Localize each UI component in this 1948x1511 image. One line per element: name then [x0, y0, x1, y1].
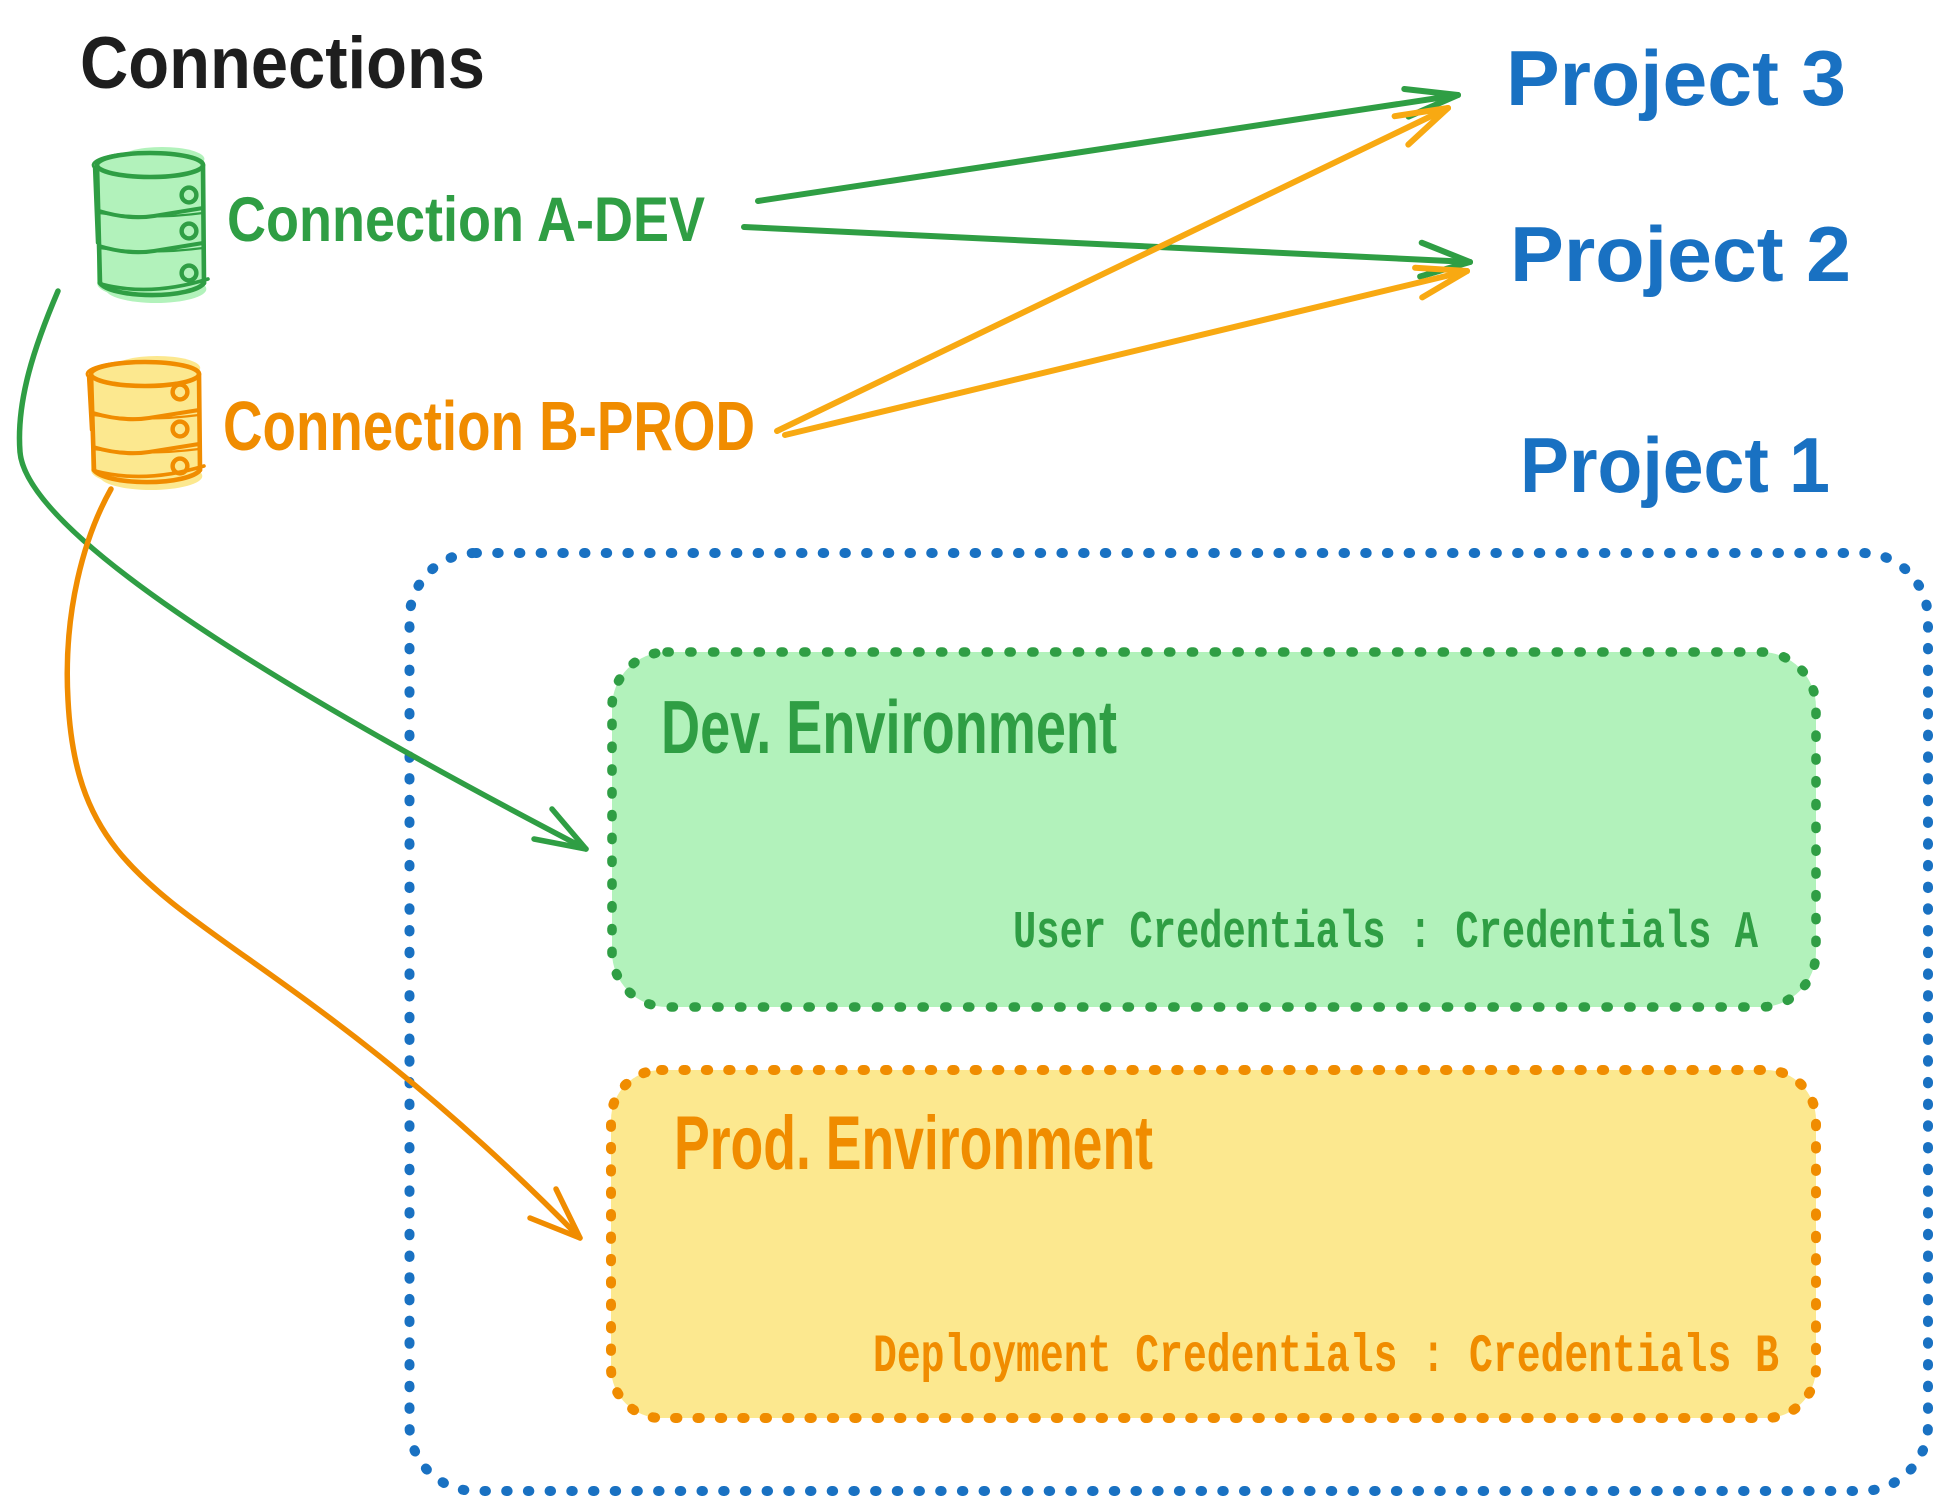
svg-text:Project 2: Project 2	[1510, 210, 1851, 298]
svg-text:Prod. Environment: Prod. Environment	[674, 1101, 1153, 1186]
svg-text:Connection B-PROD: Connection B-PROD	[223, 387, 755, 465]
svg-text:Deployment Credentials : Crede: Deployment Credentials : Credentials B	[873, 1327, 1779, 1388]
svg-text:Connections: Connections	[80, 23, 485, 104]
svg-text:User Credentials : Credentials: User Credentials : Credentials A	[1013, 903, 1758, 963]
svg-text:Dev. Environment: Dev. Environment	[661, 685, 1117, 769]
svg-text:Project 3: Project 3	[1506, 34, 1846, 122]
svg-text:Project 1: Project 1	[1520, 421, 1830, 509]
svg-text:Connection A-DEV: Connection A-DEV	[227, 185, 705, 255]
